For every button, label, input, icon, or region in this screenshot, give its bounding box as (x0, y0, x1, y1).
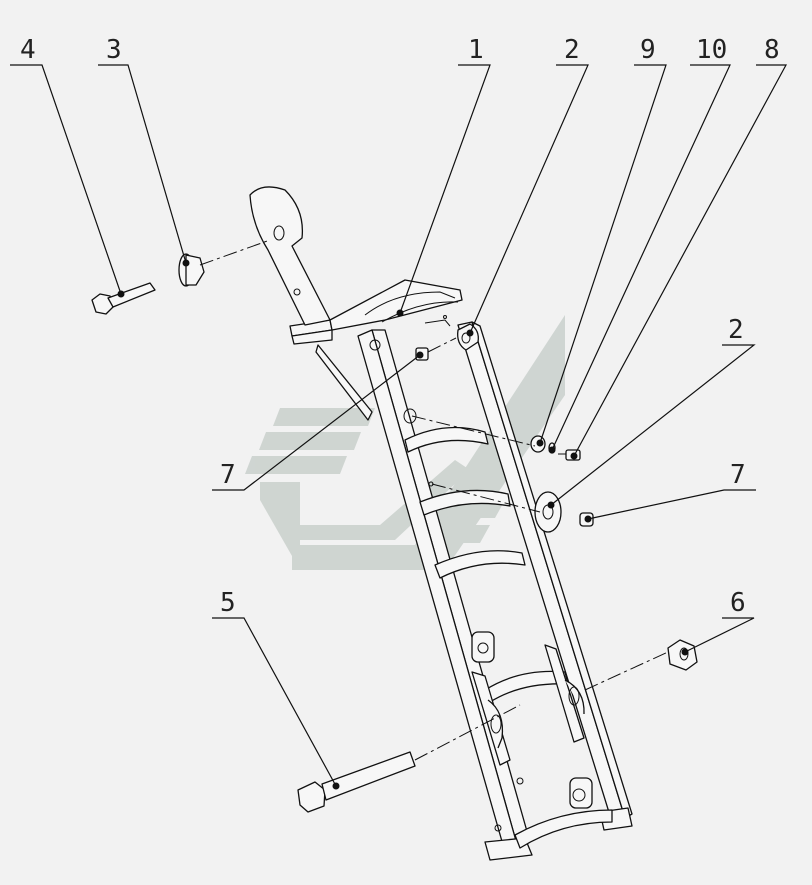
bolt-4 (91, 282, 156, 315)
label-part-2-top: 2 (564, 35, 580, 65)
label-part-9: 9 (640, 35, 656, 65)
label-part-3: 3 (106, 35, 122, 65)
label-part-1: 1 (468, 35, 484, 65)
label-part-5: 5 (220, 588, 236, 618)
nut-6 (667, 639, 698, 671)
assembly-axis-lines (199, 239, 669, 761)
label-part-8: 8 (764, 35, 780, 65)
bolt-5 (297, 751, 416, 813)
bushing-2-top (457, 323, 479, 351)
label-part-7-right: 7 (730, 460, 746, 490)
frame-assembly (249, 186, 633, 861)
leader-lines (10, 64, 788, 787)
label-part-2-mid: 2 (728, 315, 744, 345)
label-part-7-left: 7 (220, 460, 236, 490)
label-part-10: 10 (696, 35, 727, 65)
label-part-4: 4 (20, 35, 36, 65)
leader-dots (117, 259, 689, 790)
part-labels: 4 3 1 2 9 10 8 2 7 7 5 6 (20, 35, 780, 618)
label-part-6: 6 (730, 588, 746, 618)
washer-3 (178, 253, 205, 287)
